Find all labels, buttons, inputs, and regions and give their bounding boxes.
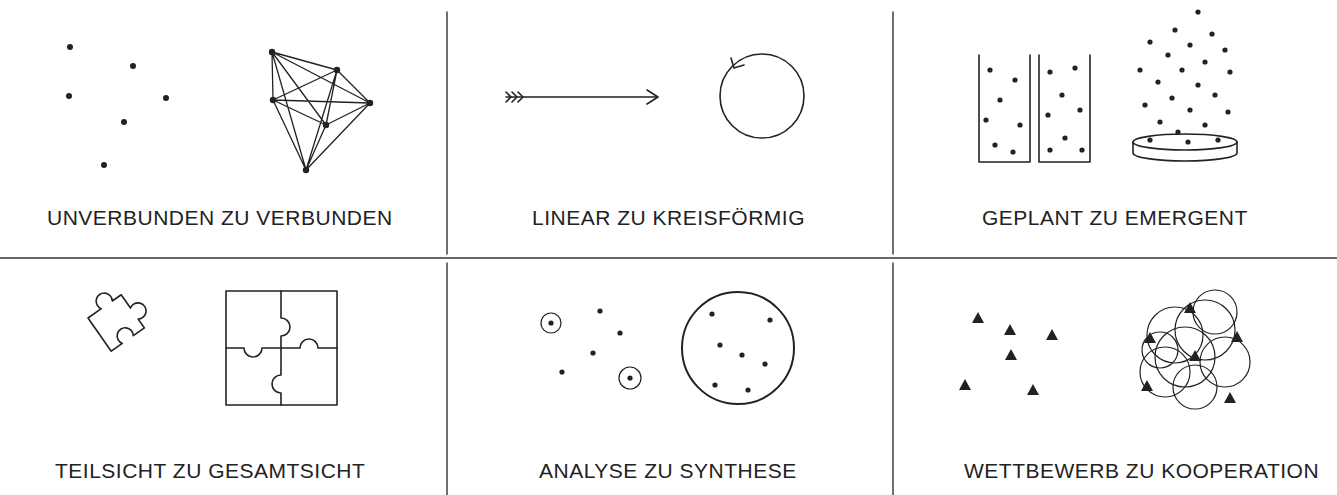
panel-caption: WETTBEWERB ZU KOOPERATION [964, 458, 1319, 483]
loose-dots [66, 44, 169, 168]
planned-containers [979, 55, 1090, 162]
puzzle-piece [81, 277, 155, 351]
panel-caption: LINEAR ZU KREISFÖRMIG [532, 205, 805, 230]
competition-triangles [959, 312, 1058, 395]
emergent-dish [1133, 9, 1237, 161]
grid-lines [0, 12, 1337, 495]
cooperation-cluster [1140, 290, 1250, 409]
synthesis-circle [682, 292, 794, 404]
panel-caption: TEILSICHT ZU GESAMTSICHT [55, 458, 365, 483]
cycle-circle [720, 54, 804, 138]
puzzle-square [226, 291, 337, 405]
panel-caption: GEPLANT ZU EMERGENT [982, 205, 1248, 230]
panel-caption: ANALYSE ZU SYNTHESE [539, 458, 797, 483]
panel-caption: UNVERBUNDEN ZU VERBUNDEN [47, 205, 393, 230]
linear-arrow [506, 90, 658, 104]
analysis-dots [541, 308, 641, 389]
network [269, 49, 373, 173]
